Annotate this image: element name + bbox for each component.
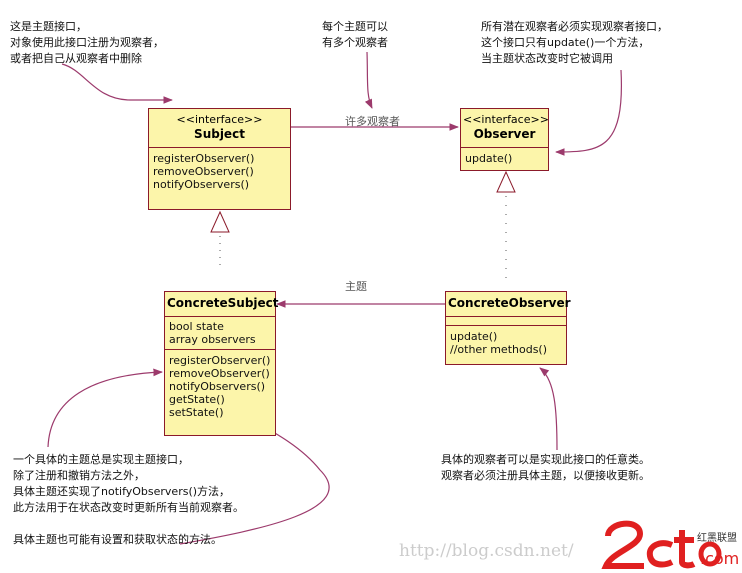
note-observer-interface: 所有潜在观察者必须实现观察者接口， 这个接口只有update()一个方法， 当主… <box>481 19 668 67</box>
note-arrow-many <box>364 51 373 109</box>
note-subject-interface: 这是主题接口， 对象使用此接口注册为观察者， 或者把自己从观察者中删除 <box>10 19 164 67</box>
note-concrete-observer: 具体的观察者可以是实现此接口的任意类。 观察者必须注册具体主题，以便接收更新。 <box>441 452 650 484</box>
note-line: 对象使用此接口注册为观察者， <box>10 36 164 49</box>
class-header: ConcreteObserver <box>446 292 571 316</box>
note-line: 所有潜在观察者必须实现观察者接口， <box>481 20 668 33</box>
realization-triangle-subject <box>210 210 230 233</box>
class-header: ConcreteSubject <box>165 292 279 316</box>
method: registerObserver() <box>153 152 255 165</box>
class-observer[interactable]: <<interface>> Observer update() <box>460 108 549 171</box>
class-name: ConcreteObserver <box>448 296 571 310</box>
method: setState() <box>169 406 224 419</box>
note-arrow-concrete-subject-left <box>47 368 163 448</box>
note-arrow-observer <box>555 69 623 156</box>
note-line: 一个具体的主题总是实现主题接口， <box>13 453 189 466</box>
class-concrete-subject[interactable]: ConcreteSubject bool state array observe… <box>164 291 279 436</box>
note-arrow-subject <box>61 63 173 104</box>
note-line: 具体主题还实现了notifyObservers()方法， <box>13 485 231 498</box>
stereotype: <<interface>> <box>463 113 549 126</box>
fields: bool state array observers <box>165 316 275 349</box>
method: notifyObservers() <box>169 380 266 393</box>
stereotype: <<interface>> <box>176 113 263 126</box>
method: update() <box>450 330 498 343</box>
class-subject[interactable]: <<interface>> Subject registerObserver()… <box>148 108 291 210</box>
note-line: 当主题状态改变时它被调用 <box>481 52 613 65</box>
method: update() <box>465 152 513 165</box>
method: registerObserver() <box>169 354 271 367</box>
note-many-observers: 每个主题可以 有多个观察者 <box>322 19 388 51</box>
method: //other methods() <box>450 343 548 356</box>
note-line: 具体主题也可能有设置和获取状态的方法。 <box>13 533 222 546</box>
note-arrow-concrete-observer <box>539 367 558 451</box>
note-line: 这是主题接口， <box>10 20 87 33</box>
association-label-subject: 主题 <box>345 280 367 293</box>
method: getState() <box>169 393 225 406</box>
field: bool state <box>169 320 224 333</box>
methods: registerObserver() removeObserver() noti… <box>165 349 275 421</box>
note-line: 每个主题可以 <box>322 20 388 33</box>
note-line: 具体的观察者可以是实现此接口的任意类。 <box>441 453 650 466</box>
class-header: <<interface>> Observer <box>461 109 549 147</box>
watermark-url: http://blog.csdn.net/ <box>399 541 574 561</box>
note-line: 观察者必须注册具体主题，以便接收更新。 <box>441 469 650 482</box>
class-header: <<interface>> Subject <box>149 109 290 147</box>
class-name: Subject <box>194 127 245 141</box>
note-line: 这个接口只有update()一个方法， <box>481 36 650 49</box>
methods: registerObserver() removeObserver() noti… <box>149 147 290 193</box>
class-name: ConcreteSubject <box>167 296 279 310</box>
fields <box>446 316 566 325</box>
methods: update() //other methods() <box>446 325 566 358</box>
class-name: Observer <box>473 127 536 141</box>
field: array observers <box>169 333 256 346</box>
method: removeObserver() <box>169 367 270 380</box>
class-concrete-observer[interactable]: ConcreteObserver update() //other method… <box>445 291 571 365</box>
note-line: 有多个观察者 <box>322 36 388 49</box>
method: removeObserver() <box>153 165 254 178</box>
note-line: 或者把自己从观察者中删除 <box>10 52 142 65</box>
association-label-many-observers: 许多观察者 <box>345 115 400 128</box>
note-line: 除了注册和撤销方法之外， <box>13 469 145 482</box>
note-line: 此方法用于在状态改变时更新所有当前观察者。 <box>13 501 244 514</box>
method: notifyObservers() <box>153 178 250 191</box>
note-concrete-subject: 一个具体的主题总是实现主题接口， 除了注册和撤销方法之外， 具体主题还实现了no… <box>13 452 244 548</box>
methods: update() <box>461 147 548 167</box>
realization-triangle-observer <box>496 170 516 193</box>
